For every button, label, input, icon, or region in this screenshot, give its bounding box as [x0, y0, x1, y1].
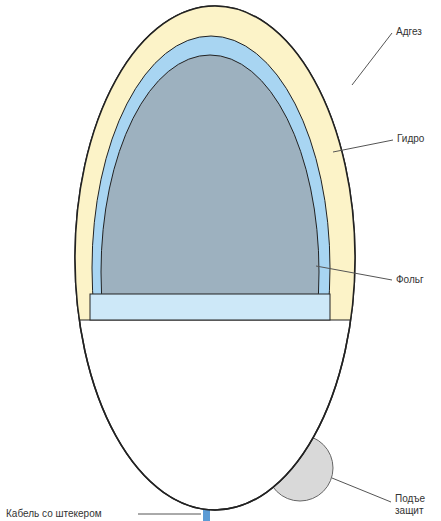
- part-label: Фольг: [396, 274, 424, 286]
- leader-line: [352, 33, 392, 85]
- leader-line: [316, 266, 392, 280]
- device-outline: [75, 6, 355, 510]
- foil-layer: [101, 55, 319, 320]
- leader-line: [333, 140, 393, 152]
- leader-line: [332, 478, 391, 502]
- hydrogel-layer: [92, 36, 330, 320]
- leader-line: [138, 514, 201, 515]
- foil-strip: [90, 294, 330, 320]
- part-label: Кабель со штекером: [6, 508, 102, 520]
- part-label: Гидро: [397, 133, 424, 145]
- part-label: Адгез: [396, 26, 422, 38]
- part-label: Подъе защит: [395, 493, 425, 517]
